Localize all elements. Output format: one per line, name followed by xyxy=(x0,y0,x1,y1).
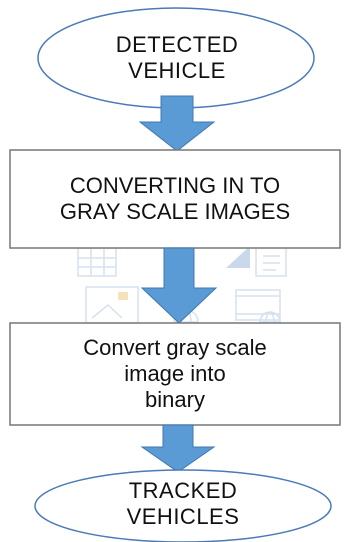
step2-node-shape xyxy=(9,322,341,426)
flow-arrow-3 xyxy=(140,424,216,473)
flow-arrow-2 xyxy=(140,247,218,324)
flow-arrow-1 xyxy=(138,95,216,152)
table-icon xyxy=(77,247,117,277)
picture-icon xyxy=(85,286,139,324)
step1-node-shape xyxy=(9,149,341,249)
watermark-icons xyxy=(77,245,287,335)
document-icon xyxy=(255,245,287,277)
end-node-shape xyxy=(34,469,332,542)
start-node-shape xyxy=(37,7,315,109)
chart-icon xyxy=(226,246,250,268)
